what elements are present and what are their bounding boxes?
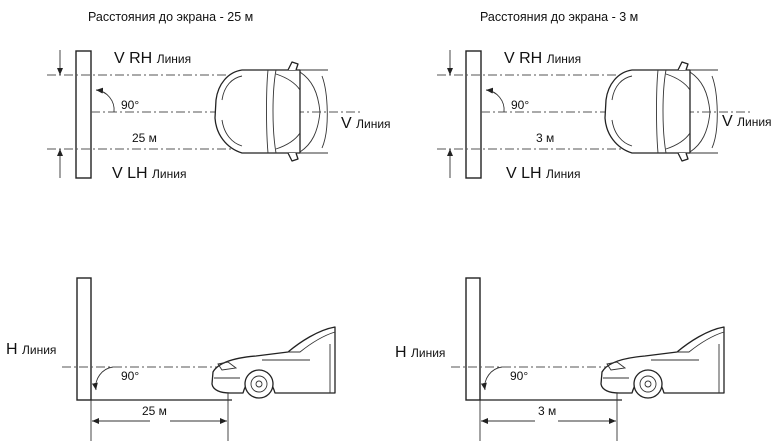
distance-label: 3 м bbox=[536, 131, 554, 145]
bottom-right-panel: H Линия 90° 3 м bbox=[395, 277, 725, 441]
angle-label: 90° bbox=[121, 98, 139, 112]
top-right-title: Расстояния до экрана - 3 м bbox=[480, 10, 638, 24]
top-right-panel: Расстояния до экрана - 3 м 90° V RH Лини… bbox=[437, 10, 772, 182]
vlh-label: V LH Линия bbox=[112, 165, 186, 182]
distance-label: 25 м bbox=[132, 131, 157, 145]
top-left-title: Расстояния до экрана - 25 м bbox=[88, 10, 253, 24]
v-line-label: V Линия bbox=[341, 115, 391, 132]
angle-label: 90° bbox=[121, 369, 139, 383]
car-top-view bbox=[214, 61, 329, 162]
screen-wall bbox=[465, 277, 481, 401]
car-side-view bbox=[600, 326, 725, 399]
distance-label: 3 м bbox=[538, 404, 556, 418]
h-line-label: H Линия bbox=[395, 344, 445, 361]
screen-wall bbox=[76, 277, 92, 401]
v-line-label: V Линия bbox=[722, 113, 772, 130]
screen-wall bbox=[75, 50, 92, 179]
distance-label: 25 м bbox=[142, 404, 167, 418]
angle-label: 90° bbox=[510, 369, 528, 383]
bottom-left-panel: H Линия 90° 25 м bbox=[6, 277, 336, 441]
vrh-label: V RH Линия bbox=[504, 50, 581, 67]
vlh-label: V LH Линия bbox=[506, 165, 580, 182]
car-side-view bbox=[211, 326, 336, 399]
vrh-label: V RH Линия bbox=[114, 50, 191, 67]
screen-wall bbox=[465, 50, 482, 179]
angle-label: 90° bbox=[511, 98, 529, 112]
h-line-label: H Линия bbox=[6, 341, 56, 358]
car-top-view bbox=[604, 61, 719, 162]
top-left-panel: Расстояния до экрана - 25 м 90° V RH Лин… bbox=[47, 10, 391, 182]
